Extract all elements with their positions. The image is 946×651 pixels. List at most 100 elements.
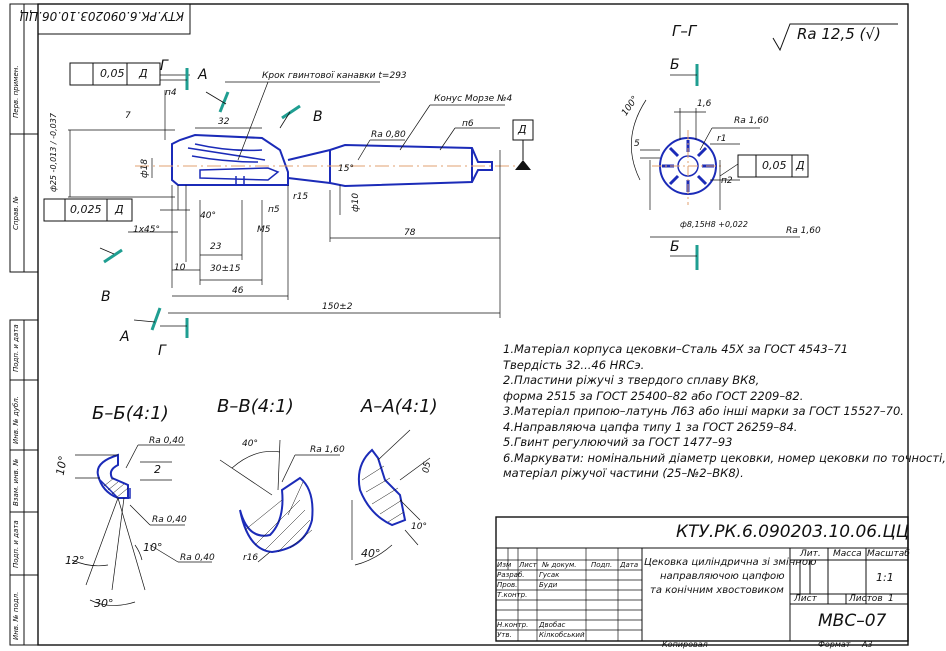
callout-a-bottom: А	[120, 329, 130, 345]
callout-a-top: А	[198, 67, 208, 83]
vv-title: В–В(4:1)	[217, 396, 294, 417]
tb-hdr-doc: № докум.	[542, 561, 577, 569]
main-view-details	[187, 143, 280, 186]
aa-d10: 10°	[411, 522, 427, 532]
datum-triangle	[515, 160, 531, 170]
n4: п4	[165, 88, 177, 98]
vv-ra160: Ra 1,60	[310, 445, 345, 455]
section-markers	[103, 64, 699, 338]
roughness-general: Ra 12,5 (√)	[797, 25, 881, 43]
d15deg: 15°	[338, 164, 354, 174]
tb-scale-value: 1:1	[876, 571, 894, 584]
tb-utv-name: Кілкобський	[539, 631, 585, 639]
note-taper: Конус Морзе №4	[434, 94, 513, 104]
gg-tol-datum: Д	[796, 159, 805, 172]
dia10: ф10	[351, 192, 361, 212]
bb-d12: 12°	[65, 554, 85, 567]
note-line: 2.Пластини ріжучі з твердого сплаву ВК8,	[503, 373, 760, 387]
tb-hdr-sign: Подп.	[591, 561, 613, 569]
n5: п5	[268, 205, 280, 215]
d46: 46	[232, 286, 244, 296]
bb-ra040-a: Ra 0,40	[149, 436, 184, 446]
tb-hdr-izm: Изм	[497, 561, 512, 569]
section-aa-drawing	[351, 429, 431, 566]
rotated-code: КТУ.РК.6.090203.10.06.ЦЦ	[19, 9, 184, 23]
tb-format: Формат	[818, 640, 851, 649]
gg-dia8: ф8,15H8 +0,022	[680, 220, 748, 229]
gg-d16: 1,6	[697, 99, 712, 109]
tb-sheets-value: 1	[888, 594, 894, 604]
d32: 32	[218, 117, 230, 127]
d23: 23	[210, 242, 222, 252]
dia25: ф25 -0,013 / -0,037	[49, 113, 58, 192]
chamfer: 1x45°	[133, 225, 161, 235]
tol-frame2-datum: Д	[115, 203, 124, 216]
tb-name-1: Цековка циліндрична зі змінною	[644, 557, 817, 568]
gg-ra160-b: Ra 1,60	[786, 226, 821, 236]
bb-d30: 30°	[94, 597, 114, 610]
d10: 10	[174, 263, 186, 273]
bb-d10: 10°	[53, 454, 70, 477]
callout-g-bottom: Г	[158, 343, 166, 359]
tb-nkontr: Н.контр.	[497, 621, 529, 629]
m5: M5	[257, 225, 271, 235]
tb-razrab: Разраб.	[497, 571, 525, 579]
strip-c4: Инв. № дубл.	[12, 396, 20, 444]
n6: п6	[462, 119, 474, 129]
strip-c5: Взам. инв. №	[12, 458, 20, 506]
tb-hdr-list: Лист	[519, 561, 537, 569]
marker-arrows	[99, 74, 697, 327]
tb-hdr-date: Дата	[620, 561, 639, 569]
tb-tkontr: Т.контр.	[497, 591, 528, 599]
tb-sheets: Листов	[849, 594, 883, 604]
dia18: ф18	[140, 158, 150, 178]
section-bb-drawing	[71, 444, 212, 606]
note-line: Твердість 32...46 HRCэ.	[503, 357, 645, 372]
tb-prov: Пров.	[497, 581, 518, 589]
drawing-sheet	[9, 3, 909, 646]
bb-title: Б–Б(4:1)	[92, 403, 169, 424]
tb-name-3: та конічним хвостовиком	[650, 585, 784, 596]
tol-frame1-value: 0,05	[100, 67, 125, 80]
title-block-frame	[495, 516, 909, 642]
tb-mass: Масса	[833, 549, 862, 559]
note-line: 4.Направляюча цапфа типу 1 за ГОСТ 26259…	[503, 419, 798, 434]
sheet-frame	[9, 3, 909, 646]
d150: 150±2	[322, 302, 353, 312]
tb-utv: Утв.	[497, 631, 512, 639]
gg-ra160-a: Ra 1,60	[734, 116, 769, 126]
technical-notes: 1.Матеріал корпуса цековки–Сталь 45Х за …	[503, 342, 946, 482]
tb-kopiroval: Копировал	[662, 640, 708, 649]
tol-frame2-value: 0,025	[70, 203, 102, 216]
tb-code: КТУ.РК.6.090203.10.06.ЦЦ	[676, 522, 909, 542]
d78: 78	[404, 228, 416, 238]
note-line: 5.Гвинт регулюючий за ГОСТ 1477–93	[503, 435, 733, 449]
tb-scale: Масштаб	[867, 549, 910, 559]
roughness-symbol	[772, 23, 898, 52]
tb-org: МВС–07	[818, 611, 887, 631]
aa-title: А–А(4:1)	[361, 396, 438, 417]
callout-v-top: В	[313, 109, 323, 125]
note-pitch: Крок гвинтової канавки t=293	[262, 71, 407, 81]
main-view-dimensions	[68, 74, 505, 318]
section-gg-drawing	[631, 99, 800, 238]
d7: 7	[125, 111, 131, 121]
tb-name-2: направляючою цапфою	[660, 571, 785, 582]
section-vv-drawing	[219, 439, 340, 563]
callout-b-top: Б	[670, 57, 680, 73]
section-gg-title: Г–Г	[672, 22, 697, 40]
callout-v-bottom: В	[101, 289, 111, 305]
note-line: матеріал ріжучої частини (25–№2–ВК8).	[503, 466, 744, 480]
note-line: 3.Матеріал припою–латунь Л63 або інші ма…	[503, 404, 904, 418]
tol-frame-1	[69, 62, 161, 86]
vv-r16: r16	[243, 553, 259, 563]
vv-d40: 40°	[242, 439, 258, 449]
tol-frame1-datum: Д	[139, 67, 148, 80]
strip-c1: Перв. примен.	[12, 65, 20, 118]
bb-d2: 2	[154, 463, 161, 476]
gg-d5: 5	[634, 139, 640, 149]
datum-box-label: Д	[518, 123, 527, 136]
aa-d40: 40°	[361, 547, 381, 560]
strip-c7: Инв. № подл.	[12, 591, 20, 640]
gg-n2: п2	[721, 176, 733, 186]
